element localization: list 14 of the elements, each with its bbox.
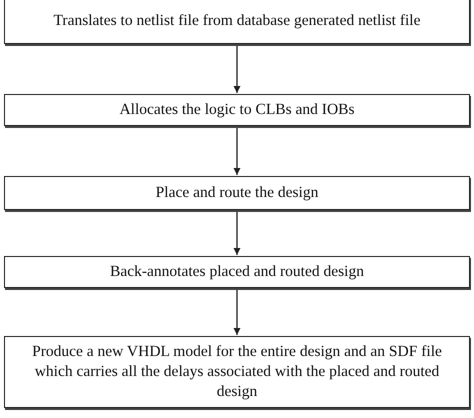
process-box bbox=[4, 336, 470, 408]
step-text: Back-annotates placed and routed design bbox=[110, 262, 364, 282]
arrow bbox=[234, 290, 240, 335]
process-box bbox=[4, 256, 470, 288]
arrow bbox=[234, 212, 240, 255]
arrow bbox=[234, 128, 240, 175]
process-box bbox=[4, 176, 470, 210]
process-box bbox=[4, 0, 470, 44]
step-text: Place and route the design bbox=[156, 183, 318, 203]
step-text: Allocates the logic to CLBs and IOBs bbox=[119, 100, 355, 120]
arrow bbox=[234, 46, 240, 93]
process-box bbox=[4, 94, 470, 126]
step-text: Produce a new VHDL model for the entire design and an SDF file which carries all the delays associated with the placed and routed design bbox=[31, 342, 443, 402]
step-text: Translates to netlist file from database generated netlist file bbox=[53, 11, 420, 31]
